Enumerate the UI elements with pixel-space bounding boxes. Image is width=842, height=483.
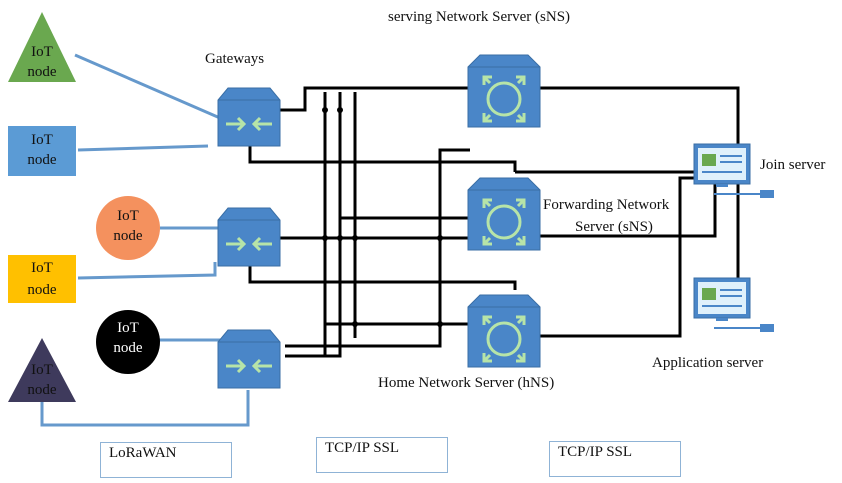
link-node4-gw2 xyxy=(77,262,217,280)
junction-dot xyxy=(337,107,343,113)
iot-node-5-shape xyxy=(96,310,160,374)
forwarding-ns-label-line1: Forwarding Network xyxy=(543,197,670,213)
junction-dot xyxy=(437,321,443,327)
gateway-1 xyxy=(217,87,281,147)
lorawan-links xyxy=(40,53,250,427)
iot-node-2-line2: node xyxy=(27,152,57,168)
junction-dots xyxy=(322,107,443,327)
iot-node-2-shape xyxy=(8,126,76,176)
link-gw2-down xyxy=(248,262,517,290)
iot-node-4: IoT node xyxy=(8,258,76,302)
router-icon xyxy=(482,75,526,123)
forwarding-ns-label-line2: Server (sNS) xyxy=(575,219,653,235)
gateway-arrows-icon xyxy=(226,236,272,252)
iot-node-6-line2: node xyxy=(27,382,57,398)
lorawan-box: LoRaWAN xyxy=(100,442,232,478)
forwarding-network-server xyxy=(467,177,541,251)
home-network-server xyxy=(467,294,541,368)
serving-network-server xyxy=(467,54,541,128)
iot-node-4-shape xyxy=(8,255,76,303)
link-node6-gw3 xyxy=(40,390,250,427)
router-icon xyxy=(482,315,526,363)
junction-dot xyxy=(322,235,328,241)
application-server-label: Application server xyxy=(652,355,764,371)
iot-node-6-line1: IoT xyxy=(31,362,53,378)
link-hns-app xyxy=(540,176,695,338)
iot-node-1-shape xyxy=(8,12,76,82)
junction-dot xyxy=(437,235,443,241)
junction-dot xyxy=(352,321,358,327)
gateway-2 xyxy=(217,207,281,267)
iot-node-1-line2: node xyxy=(27,64,57,80)
iot-node-2: IoT node xyxy=(8,128,76,174)
gateway-arrows-icon xyxy=(226,116,272,132)
iot-node-3-shape xyxy=(96,196,160,260)
link-node1-gw1 xyxy=(74,53,221,120)
backhaul-links xyxy=(248,86,740,358)
iot-node-4-line2: node xyxy=(27,282,57,298)
iot-node-5-line1: IoT xyxy=(117,320,139,336)
iot-node-5: IoT node xyxy=(96,318,160,362)
iot-node-3-line1: IoT xyxy=(117,208,139,224)
link-node2-gw1 xyxy=(77,144,209,152)
junction-dot xyxy=(337,235,343,241)
link-fns-app xyxy=(540,183,717,238)
iot-node-5-line2: node xyxy=(113,340,143,356)
tcpip-ssl-box-2: TCP/IP SSL xyxy=(549,441,681,477)
iot-node-1-line1: IoT xyxy=(31,44,53,60)
iot-node-3: IoT node xyxy=(96,206,160,250)
gateway-3 xyxy=(217,329,281,389)
home-ns-label: Home Network Server (hNS) xyxy=(378,375,555,391)
gateways-label: Gateways xyxy=(205,51,265,67)
join-server-label: Join server xyxy=(760,157,826,173)
iot-node-1: IoT node xyxy=(8,40,76,84)
iot-node-6-shape xyxy=(8,338,76,402)
iot-node-6: IoT node xyxy=(8,358,76,402)
junction-dot xyxy=(352,235,358,241)
link-gw3-bus xyxy=(285,92,342,358)
tcpip-ssl-box-1: TCP/IP SSL xyxy=(316,437,448,473)
link-gw3-hns-b xyxy=(285,148,470,348)
iot-node-4-line1: IoT xyxy=(31,260,53,276)
iot-node-3-line2: node xyxy=(113,228,143,244)
gateway-arrows-icon xyxy=(226,358,272,374)
join-server-icon xyxy=(693,143,774,198)
link-gw1-sns xyxy=(280,86,470,112)
iot-node-2-line1: IoT xyxy=(31,132,53,148)
application-server-icon xyxy=(693,277,774,332)
router-icon xyxy=(482,198,526,246)
junction-dot xyxy=(322,107,328,113)
link-sns-join xyxy=(540,86,740,145)
serving-ns-label: serving Network Server (sNS) xyxy=(388,9,571,25)
link-gw1-down xyxy=(248,145,517,172)
